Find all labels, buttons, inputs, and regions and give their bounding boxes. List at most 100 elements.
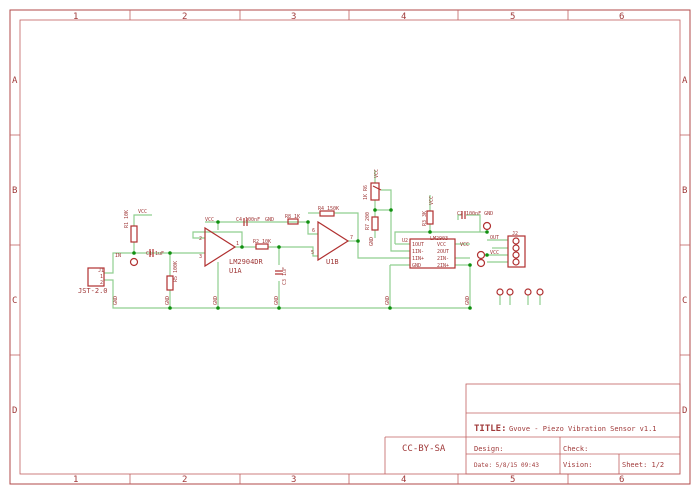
- resistor-r4: [319, 210, 335, 217]
- vcc-label: VCC: [490, 250, 499, 256]
- wires: [104, 170, 541, 309]
- r2-label: R2 10K: [253, 239, 271, 245]
- col-label: 2: [182, 12, 187, 22]
- comparator-u2: U2 LM2903 1OUT 1IN- 1IN+ GND VCC 2OUT 2I…: [402, 236, 456, 269]
- junctions: [132, 208, 489, 310]
- resistor-r3: [426, 210, 434, 225]
- mounting-test-points: [496, 288, 544, 296]
- u1b-label: U1B: [326, 258, 339, 266]
- connector-j2: J2: [507, 231, 526, 268]
- opamp-u1b: [317, 220, 350, 262]
- row-label: C: [12, 296, 17, 306]
- c3-label: C3 1uF: [282, 267, 288, 285]
- pin-label: 3: [199, 254, 202, 260]
- capacitor-c4: [243, 218, 248, 226]
- resistor-r5: [166, 275, 174, 291]
- r8-label: R8 1K: [285, 214, 300, 220]
- title-label: TITLE:: [474, 424, 507, 434]
- gnd-label: GND: [369, 237, 375, 246]
- license-text: CC-BY-SA: [402, 444, 446, 454]
- capacitor-c3: [275, 270, 283, 275]
- r6-label: 1K R6: [363, 185, 369, 200]
- date-label: Date: 5/8/15 09:43: [474, 462, 539, 469]
- col-label: 3: [291, 12, 296, 22]
- potentiometer-r6: [370, 182, 380, 201]
- pin-name: 2OUT: [437, 249, 449, 255]
- row-label: C: [682, 296, 687, 306]
- resistor-r2: [255, 243, 269, 250]
- gnd-labels: GND GND GND GND GND GND: [113, 296, 471, 305]
- u1a-part-label: LM2904DR: [229, 258, 264, 266]
- pin-name: 1IN+: [412, 256, 424, 262]
- resistor-r7: [371, 216, 379, 231]
- u2-label: U2: [402, 238, 408, 244]
- col-label: 3: [291, 475, 296, 485]
- col-label: 5: [510, 12, 515, 22]
- vcc-label: VCC: [205, 217, 214, 223]
- vcc-label: VCC: [460, 242, 469, 248]
- col-label: 6: [619, 12, 624, 22]
- j1-label: J1: [98, 268, 104, 274]
- col-label: 4: [401, 475, 406, 485]
- check-label: Check:: [563, 445, 588, 453]
- c2-label: C2 100nF GND: [457, 211, 493, 217]
- title-text: Gvove - Piezo Vibration Sensor v1.1: [509, 425, 657, 433]
- gnd-label: GND: [274, 296, 280, 305]
- vcc-label: VCC: [374, 169, 380, 178]
- r1-label: R1 10K: [124, 210, 130, 228]
- title-block: TITLE: Gvove - Piezo Vibration Sensor v1…: [384, 383, 681, 475]
- j2-label: J2: [512, 231, 518, 237]
- pin-name: 2IN-: [437, 256, 449, 262]
- row-label: A: [12, 76, 18, 86]
- row-label: B: [12, 186, 17, 196]
- col-label: 1: [73, 475, 78, 485]
- sheet-label: Sheet: 1/2: [622, 461, 664, 469]
- j1-part-label: JST-2.0: [78, 287, 108, 295]
- pin-name: 1OUT: [412, 242, 424, 248]
- pin-name: GND: [412, 263, 421, 269]
- row-label: D: [682, 406, 687, 416]
- vcc-label: VCC: [429, 196, 435, 205]
- resistor-r1: [130, 225, 138, 243]
- pin-name: 2IN+: [437, 263, 449, 269]
- gnd-label: GND: [265, 217, 274, 223]
- out-label: OUT: [490, 235, 499, 241]
- pin-label: 1: [100, 274, 103, 280]
- pin-label: 5: [311, 250, 314, 256]
- test-point: [476, 250, 486, 260]
- col-label: 6: [619, 475, 624, 485]
- pin-label: 1: [236, 241, 239, 247]
- capacitor-c1: [149, 249, 154, 257]
- gnd-label: GND: [165, 296, 171, 305]
- u1a-label: U1A: [229, 267, 242, 275]
- gnd-label: GND: [385, 296, 391, 305]
- net-label-in: IN: [115, 253, 121, 259]
- col-label: 2: [182, 475, 187, 485]
- pin-label: 2: [100, 280, 103, 286]
- c1-label: C1 1uF: [146, 251, 164, 257]
- gnd-label: GND: [113, 296, 119, 305]
- col-label: 4: [401, 12, 406, 22]
- test-point: [476, 258, 486, 268]
- opamp-u1a: [204, 226, 237, 268]
- c4-label: C4 100nF: [236, 217, 260, 223]
- u2-part-label: LM2903: [430, 236, 448, 242]
- col-label: 1: [73, 12, 78, 22]
- vision-label: Vision:: [563, 461, 593, 469]
- r7-label: R7 200: [365, 212, 371, 230]
- r3-label: R3 3K: [422, 211, 428, 226]
- row-label: B: [682, 186, 687, 196]
- gnd-label: GND: [213, 296, 219, 305]
- r5-label: R5 100K: [173, 261, 179, 282]
- gnd-label: GND: [465, 296, 471, 305]
- pin-label: 7: [350, 235, 353, 241]
- pin-label: 6: [312, 228, 315, 234]
- design-label: Design:: [474, 445, 504, 453]
- row-label: A: [682, 76, 688, 86]
- test-point: [482, 221, 492, 231]
- test-point: [129, 257, 139, 267]
- pin-name: VCC: [437, 242, 446, 248]
- row-label: D: [12, 406, 17, 416]
- connector-j1: J1 1 2 JST-2.0: [78, 267, 108, 295]
